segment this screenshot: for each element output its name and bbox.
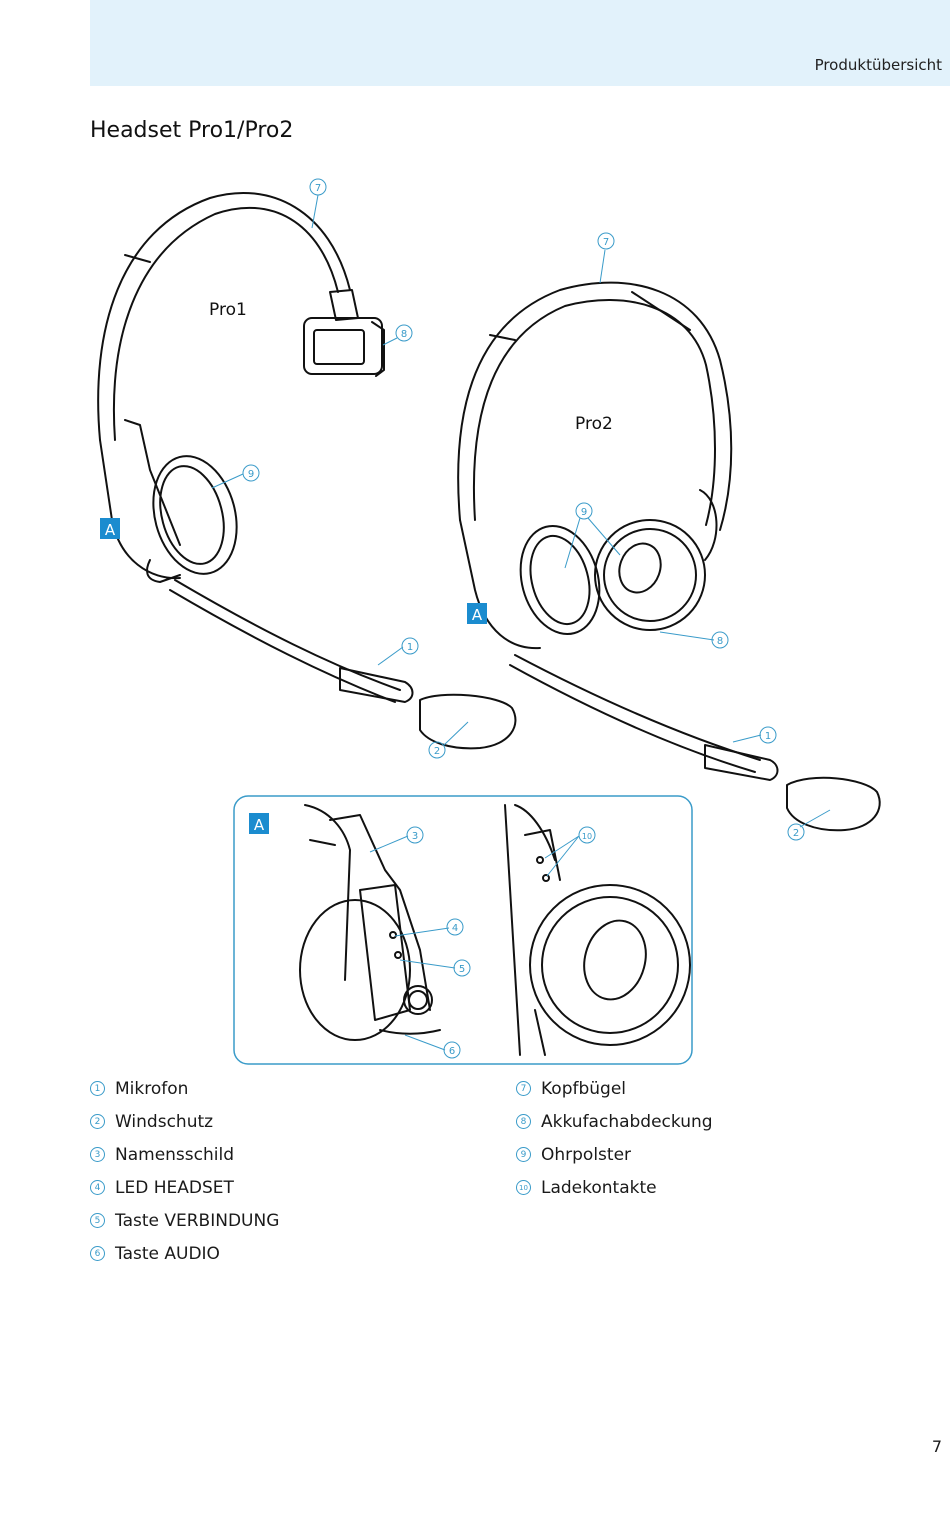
svg-text:6: 6 — [449, 1046, 455, 1057]
svg-text:9: 9 — [248, 469, 254, 480]
svg-text:2: 2 — [434, 746, 440, 757]
detail-box-a — [233, 795, 693, 1065]
legend-label: Kopfbügel — [541, 1078, 627, 1099]
callout-number: 9 — [516, 1147, 531, 1162]
callout-numbers: 7 7 8 9 9 8 1 2 1 2 3 10 4 5 6 — [242, 178, 805, 1059]
legend-label: Ladekontakte — [541, 1177, 657, 1198]
legend-label: Mikrofon — [115, 1078, 189, 1099]
svg-text:7: 7 — [603, 237, 609, 248]
legend-label: Namensschild — [115, 1144, 234, 1165]
svg-text:2: 2 — [793, 828, 799, 839]
callout-lines — [211, 194, 831, 1051]
legend-item: 5 Taste VERBINDUNG — [90, 1204, 279, 1237]
pro2-headset-drawing — [457, 281, 881, 832]
pro2-label: Pro2 — [575, 414, 613, 434]
svg-text:A: A — [472, 606, 483, 624]
callout-number: 7 — [516, 1081, 531, 1096]
legend-item: 3 Namensschild — [90, 1138, 279, 1171]
legend-label: Windschutz — [115, 1111, 214, 1132]
page-number: 7 — [931, 1437, 942, 1456]
callout-number: 8 — [516, 1114, 531, 1129]
legend-right: 7 Kopfbügel 8 Akkufachabdeckung 9 Ohrpol… — [516, 1072, 713, 1204]
legend-label: Taste VERBINDUNG — [115, 1210, 280, 1231]
legend-label: LED HEADSET — [115, 1177, 234, 1198]
svg-text:8: 8 — [717, 636, 723, 647]
legend-label: Akkufachabdeckung — [541, 1111, 713, 1132]
callout-number: 5 — [90, 1213, 105, 1228]
callout-number: 4 — [90, 1180, 105, 1195]
detail-marker-pro2 — [467, 603, 487, 624]
svg-text:A: A — [105, 521, 116, 539]
legend-label: Taste AUDIO — [115, 1243, 220, 1264]
detail-box-drawing — [299, 804, 691, 1056]
pro1-headset-drawing — [97, 191, 517, 750]
svg-text:3: 3 — [412, 831, 418, 842]
svg-text:8: 8 — [401, 329, 407, 340]
svg-text:5: 5 — [459, 964, 465, 975]
callout-number: 10 — [516, 1180, 531, 1195]
legend-item: 10 Ladekontakte — [516, 1171, 713, 1204]
legend-item: 9 Ohrpolster — [516, 1138, 713, 1171]
legend-item: 7 Kopfbügel — [516, 1072, 713, 1105]
pro1-label: Pro1 — [209, 300, 247, 320]
legend-item: 6 Taste AUDIO — [90, 1237, 279, 1270]
headset-illustration: 7 7 8 9 9 8 1 2 1 2 3 10 4 5 6 Pro1 Pro2 A A A — [97, 178, 881, 1065]
legend-left: 1 Mikrofon 2 Windschutz 3 Namensschild 4… — [90, 1072, 279, 1270]
header-band: Produktübersicht — [90, 0, 950, 86]
callout-number: 3 — [90, 1147, 105, 1162]
legend-item: 2 Windschutz — [90, 1105, 279, 1138]
callout-number: 2 — [90, 1114, 105, 1129]
legend-item: 8 Akkufachabdeckung — [516, 1105, 713, 1138]
legend-label: Ohrpolster — [541, 1144, 632, 1165]
detail-box-marker — [249, 813, 269, 834]
legend-item: 1 Mikrofon — [90, 1072, 279, 1105]
svg-text:1: 1 — [765, 731, 771, 742]
svg-text:1: 1 — [407, 642, 413, 653]
callout-number: 1 — [90, 1081, 105, 1096]
detail-marker-pro1 — [100, 518, 120, 539]
callout-number: 6 — [90, 1246, 105, 1261]
page-title: Headset Pro1/Pro2 — [90, 118, 294, 143]
svg-text:4: 4 — [452, 923, 458, 934]
svg-text:7: 7 — [315, 183, 321, 194]
svg-text:10: 10 — [582, 832, 592, 841]
svg-text:A: A — [254, 816, 265, 834]
svg-text:9: 9 — [581, 507, 587, 518]
section-title: Produktübersicht — [814, 56, 942, 74]
legend-item: 4 LED HEADSET — [90, 1171, 279, 1204]
